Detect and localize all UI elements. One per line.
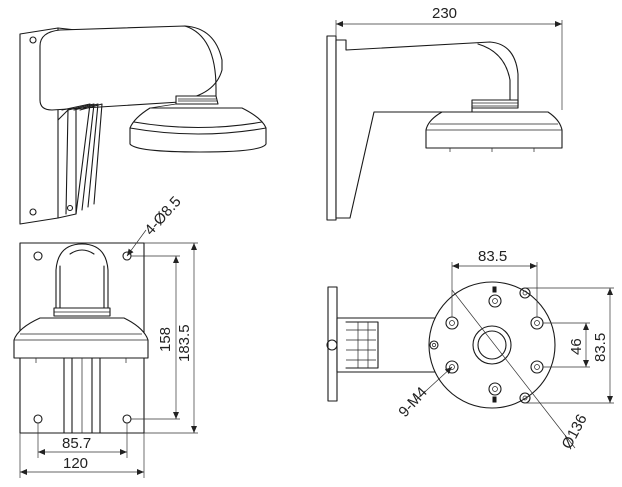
perspective-view (19, 25, 267, 225)
dim-plate-width: 120 (63, 455, 88, 472)
dim-hole-pitch-v: 158 (157, 327, 174, 352)
dim-plate-height: 183.5 (176, 324, 193, 362)
dim-hole-spec: 4-Ø8.5 (141, 193, 184, 238)
dim-mount-width: 83.5 (478, 248, 507, 265)
dim-hole-pitch-h: 85.7 (62, 435, 91, 452)
dim-top-width: 230 (432, 5, 457, 22)
dim-screw-spec: 9-M4 (395, 384, 431, 421)
dim-mount-pitch: 46 (568, 338, 585, 355)
side-view (326, 20, 563, 221)
screw-hole (488, 294, 502, 308)
screw-hole (429, 340, 439, 350)
front-view (13, 229, 198, 478)
screw-hole (488, 382, 502, 396)
dim-mount-height: 83.5 (592, 333, 609, 362)
bottom-view (326, 262, 614, 449)
dim-base-diameter: Ø136 (559, 411, 591, 451)
